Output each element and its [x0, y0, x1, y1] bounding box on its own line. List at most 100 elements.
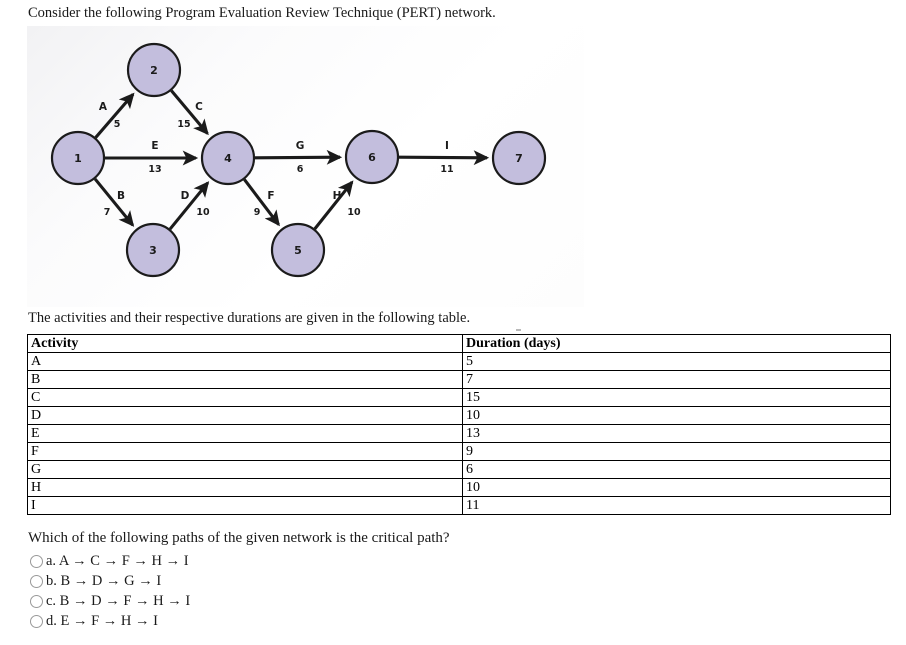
cell-activity: D	[27, 406, 463, 425]
option-label: b. B → D → G → I	[46, 573, 162, 589]
edge-label-F: F	[267, 190, 274, 202]
edge-label-E: E	[151, 140, 158, 152]
option-row-c[interactable]: c. B → D → F → H → I	[30, 591, 190, 611]
node-label-4: 4	[224, 152, 232, 165]
table-intro-text: The activities and their respective dura…	[28, 310, 471, 326]
node-circle-3	[125, 222, 181, 278]
edge-duration-I: 11	[440, 164, 453, 175]
edge-H	[313, 180, 354, 230]
node-3: 3	[125, 222, 181, 278]
edge-layer	[93, 89, 490, 231]
table-head: Activity Duration (days)	[27, 334, 891, 353]
cell-activity: C	[27, 388, 463, 407]
cell-activity: F	[27, 442, 463, 461]
cell-duration: 7	[462, 370, 891, 389]
cell-duration: 13	[462, 424, 891, 443]
cell-duration: 15	[462, 388, 891, 407]
edge-duration-C: 15	[177, 119, 190, 130]
node-label-5: 5	[294, 244, 302, 257]
answer-options-list: a. A → C → F → H → I b. B → D → G → I c. B…	[30, 551, 190, 631]
cell-activity: G	[27, 460, 463, 479]
radio-button-icon[interactable]	[30, 574, 43, 588]
cell-activity: H	[27, 478, 463, 497]
option-row-b[interactable]: b. B → D → G → I	[30, 571, 190, 591]
image-artifact-speck	[516, 329, 521, 331]
edge-I	[398, 150, 490, 166]
option-label: d. E → F → H → I	[46, 613, 158, 629]
cell-duration: 5	[462, 352, 891, 371]
node-label-3: 3	[149, 244, 157, 257]
node-circle-5	[270, 222, 326, 278]
edge-label-H: H	[333, 190, 342, 202]
intro-text: Consider the following Program Evaluatio…	[28, 5, 496, 21]
node-label-7: 7	[515, 152, 523, 165]
edge-F	[243, 178, 280, 227]
node-layer: 1 2 3 4 5 6 7	[50, 42, 547, 278]
radio-button-icon[interactable]	[30, 614, 43, 628]
edge-label-I: I	[445, 140, 449, 152]
node-1: 1	[50, 130, 106, 186]
edge-label-A: A	[99, 101, 108, 113]
node-5: 5	[270, 222, 326, 278]
edge-duration-H: 10	[347, 207, 361, 218]
edge-duration-E: 13	[148, 164, 161, 175]
cell-duration: 6	[462, 460, 891, 479]
edge-duration-D: 10	[196, 207, 210, 218]
edge-A	[94, 92, 135, 139]
cell-activity: B	[27, 370, 463, 389]
cell-activity: I	[27, 496, 463, 515]
edge-D	[168, 181, 210, 231]
edge-duration-F: 9	[254, 207, 261, 218]
radio-button-icon[interactable]	[30, 594, 43, 608]
edge-label-D: D	[181, 190, 190, 202]
node-circle-7	[491, 130, 547, 186]
node-7: 7	[491, 130, 547, 186]
node-4: 4	[200, 130, 256, 186]
edge-label-G: G	[296, 140, 305, 152]
cell-duration: 10	[462, 478, 891, 497]
edge-duration-B: 7	[104, 207, 111, 218]
option-label: a. A → C → F → H → I	[46, 553, 189, 569]
node-label-1: 1	[74, 152, 82, 165]
question-text: Which of the following paths of the give…	[28, 530, 450, 546]
cell-activity: A	[27, 352, 463, 371]
edge-G	[254, 149, 343, 165]
node-circle-6	[344, 129, 400, 185]
edge-label-C: C	[195, 101, 203, 113]
edge-label-B: B	[117, 190, 125, 202]
node-label-2: 2	[150, 64, 158, 77]
node-2: 2	[126, 42, 182, 98]
option-row-a[interactable]: a. A → C → F → H → I	[30, 551, 190, 571]
cell-duration: 11	[462, 496, 891, 515]
cell-duration: 9	[462, 442, 891, 461]
radio-button-icon[interactable]	[30, 554, 43, 568]
edge-B	[93, 177, 135, 227]
node-circle-1	[50, 130, 106, 186]
column-header-activity: Activity	[27, 334, 463, 353]
column-header-duration: Duration (days)	[462, 334, 891, 353]
node-6: 6	[344, 129, 400, 185]
edge-duration-G: 6	[297, 164, 304, 175]
option-row-d[interactable]: d. E → F → H → I	[30, 611, 190, 631]
table-header-row: Activity Duration (days)	[27, 334, 891, 353]
node-circle-2	[126, 42, 182, 98]
node-label-6: 6	[368, 151, 376, 164]
cell-activity: E	[27, 424, 463, 443]
option-label: c. B → D → F → H → I	[46, 593, 191, 609]
node-circle-4	[200, 130, 256, 186]
cell-duration: 10	[462, 406, 891, 425]
